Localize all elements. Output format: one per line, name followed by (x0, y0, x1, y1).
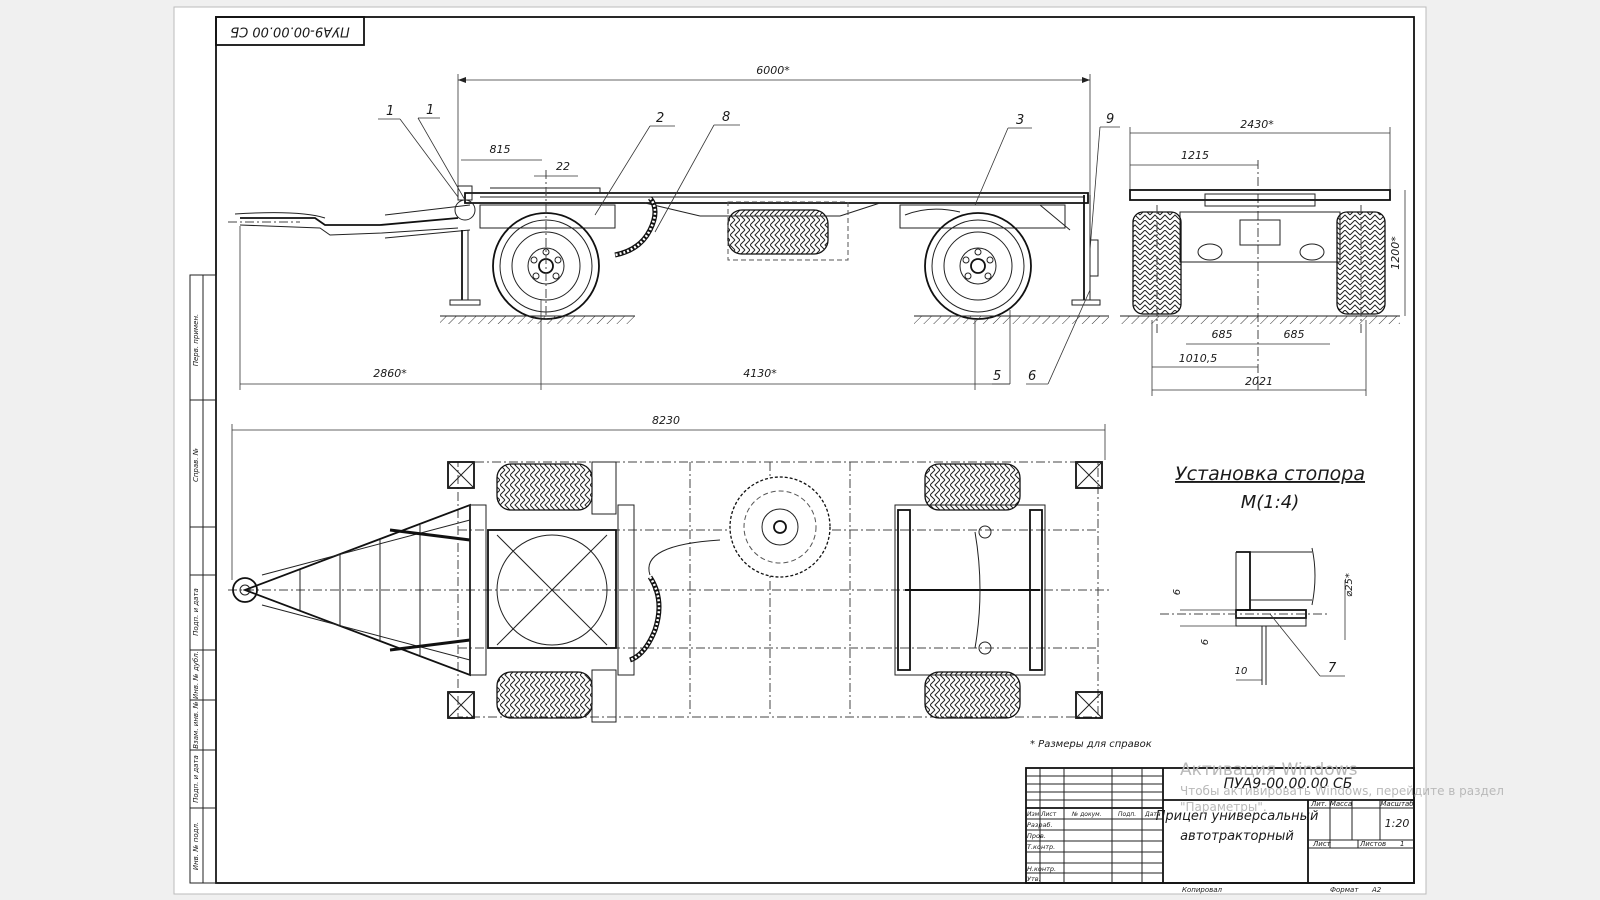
format-value: А2 (1371, 886, 1382, 894)
stamp-label: Подп. и дата (192, 755, 200, 803)
activation-watermark-text: Чтобы активировать Windows, перейдите в … (1180, 784, 1504, 798)
dim-6-top: 6 (1172, 589, 1183, 595)
sheets-value: 1 (1400, 840, 1404, 848)
title-code: ПУА9-00.00.00 СБ (1224, 776, 1353, 792)
leader-7: 7 (1269, 613, 1345, 677)
stamp-label: Справ. № (192, 448, 200, 482)
title-name-1: Прицеп универсальный (1156, 809, 1319, 824)
rotated-code-box: ПУА9-00.00.00 СБ (215, 16, 365, 46)
copied-label: Копировал (1182, 886, 1223, 894)
row-label: Утв. (1027, 875, 1041, 883)
leader-4: 1 (378, 104, 459, 198)
paper (173, 6, 1427, 895)
dim-8230: 8230 (652, 414, 680, 427)
svg-text:8: 8 (722, 110, 730, 125)
dim-1215: 1215 (1181, 149, 1209, 162)
sheet-label: Лист (1312, 840, 1332, 848)
svg-text:7: 7 (1328, 661, 1337, 676)
col-header: Дата (1144, 811, 1161, 818)
title-block: ПУА9-00.00.00 СБ Прицеп универсальный ав… (1025, 767, 1415, 894)
lit-label: Лит. (1310, 800, 1327, 808)
detail-title: Установка стопора (1175, 463, 1365, 485)
leader-3: 3 (974, 113, 1032, 206)
dim-1010: 1010,5 (1179, 352, 1218, 365)
leader-2: 2 (594, 111, 675, 216)
leg-pads (447, 461, 1103, 719)
dim-25: ⌀25* (1344, 573, 1355, 597)
sheets-label: Листов (1359, 840, 1386, 848)
col-header: Изм (1027, 811, 1040, 818)
col-header: Лист (1040, 811, 1057, 818)
stamp-label: Перв. примен. (192, 314, 200, 367)
svg-text:9: 9 (1106, 112, 1114, 127)
row-label: Пров. (1027, 832, 1046, 840)
mass-label: Масса (1330, 800, 1352, 808)
svg-text:1: 1 (426, 103, 434, 118)
scale-value: 1:20 (1385, 817, 1410, 830)
svg-text:6: 6 (1028, 369, 1036, 384)
dim-2860: 2860* (373, 367, 407, 380)
leader-5: 5 (992, 310, 1011, 385)
dim-685-right: 685 (1284, 328, 1305, 341)
detail-scale: М(1:4) (1241, 492, 1300, 513)
row-label: Т.контр. (1027, 843, 1055, 851)
leader-9: 9 (1089, 112, 1120, 251)
dim-10: 10 (1235, 666, 1248, 677)
dim-685-left: 685 (1212, 328, 1233, 341)
svg-text:5: 5 (993, 369, 1001, 384)
dim-22: 22 (556, 160, 570, 173)
dim-6-bottom: 6 (1200, 639, 1211, 645)
side-stamp: Перв. примен. Справ. № Подп. и дата Инв.… (189, 274, 217, 884)
rear-view: 2430* 1215 1200* 685 685 1010,5 2021 (1120, 118, 1406, 396)
stamp-label: Подп. и дата (192, 588, 200, 636)
svg-text:1: 1 (386, 104, 394, 119)
row-label: Н.контр. (1027, 865, 1056, 873)
format-label: Формат (1330, 886, 1359, 894)
dim-1200: 1200* (1389, 236, 1402, 270)
col-header: № докум. (1071, 811, 1102, 818)
leader-1: 1 (417, 103, 466, 201)
activation-watermark-text-2: "Параметры". (1180, 800, 1267, 814)
rotated-code-text: ПУА9-00.00.00 СБ (230, 24, 350, 39)
dim-2430: 2430* (1240, 118, 1274, 131)
svg-text:2: 2 (656, 111, 664, 126)
leader-8: 8 (654, 110, 740, 233)
scale-label: Масштаб (1380, 800, 1414, 808)
stamp-label: Инв. № дубл. (192, 651, 200, 699)
dim-4130: 4130* (743, 367, 777, 380)
stamp-label: Инв. № подл. (192, 822, 200, 870)
detail-view: Установка стопора М(1:4) 6 6 10 ⌀25* 7 (1160, 463, 1365, 685)
top-view: 8230 (228, 414, 1152, 750)
dim-6000: 6000* (756, 64, 790, 77)
svg-text:3: 3 (1016, 113, 1024, 128)
dim-2021: 2021 (1245, 375, 1273, 388)
stamp-label: Взам. инв. № (192, 701, 200, 749)
col-header: Подп. (1118, 811, 1136, 818)
row-label: Разраб. (1027, 821, 1053, 829)
activation-watermark-title: Активация Windows (1180, 760, 1358, 780)
title-name-2: автотракторный (1180, 829, 1294, 844)
note-reference: * Размеры для справок (1030, 739, 1152, 750)
dim-815: 815 (490, 143, 511, 156)
leader-6: 6 (1026, 289, 1091, 385)
side-view: 6000* 815 22 (228, 64, 1120, 390)
